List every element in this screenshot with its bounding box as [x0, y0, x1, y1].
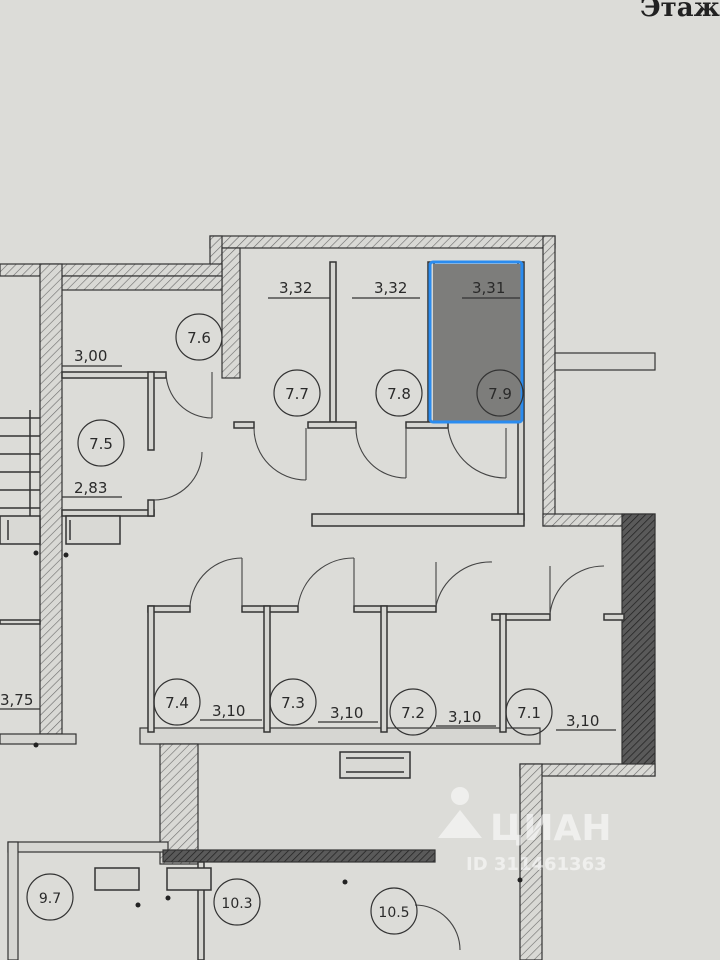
room-7-6-label: 7.6 — [187, 329, 211, 347]
room-10-3-label: 10.3 — [221, 896, 252, 912]
room-7-3-label: 7.3 — [281, 694, 305, 712]
radiators — [0, 515, 411, 891]
cian-listing-id: ID 311461363 — [466, 854, 607, 875]
area-3-10-room-7-4: 3,10 — [212, 702, 245, 720]
cian-watermark: ЦИАН ID 311461363 — [438, 787, 612, 875]
room-7-1-label: 7.1 — [517, 704, 541, 722]
room-7-9-highlight-outline[interactable] — [428, 260, 524, 424]
door-swings — [153, 371, 605, 951]
room-7-7-label: 7.7 — [285, 385, 309, 403]
cian-logo-icon — [438, 787, 482, 838]
room-7-4-label: 7.4 — [165, 694, 189, 712]
room-7-9-label: 7.9 — [488, 385, 512, 403]
area-3-31-room-7-9: 3,31 — [472, 279, 505, 297]
area-underlines — [0, 297, 616, 731]
room-markers — [26, 313, 553, 935]
area-3-10-room-7-1: 3,10 — [566, 712, 599, 730]
area-3-10-room-7-2: 3,10 — [448, 708, 481, 726]
room-9-7-label: 9.7 — [39, 891, 61, 907]
floor-title: Этаж — [640, 0, 720, 23]
staircase — [0, 410, 40, 540]
area-3-32-room-7-7: 3,32 — [279, 279, 312, 297]
room-7-5-label: 7.5 — [89, 435, 113, 453]
outer-walls — [0, 235, 656, 960]
area-2-83: 2,83 — [74, 479, 107, 497]
area-3-75: 3,75 — [0, 691, 33, 709]
balcony-stub — [554, 352, 656, 371]
room-7-8-label: 7.8 — [387, 385, 411, 403]
socket-dots — [33, 550, 523, 908]
area-3-10-room-7-3: 3,10 — [330, 704, 363, 722]
room-10-5-label: 10.5 — [378, 905, 409, 921]
area-3-00: 3,00 — [74, 347, 107, 365]
cian-brand-text: ЦИАН — [490, 808, 612, 849]
area-3-32-room-7-8: 3,32 — [374, 279, 407, 297]
room-7-2-label: 7.2 — [401, 704, 425, 722]
